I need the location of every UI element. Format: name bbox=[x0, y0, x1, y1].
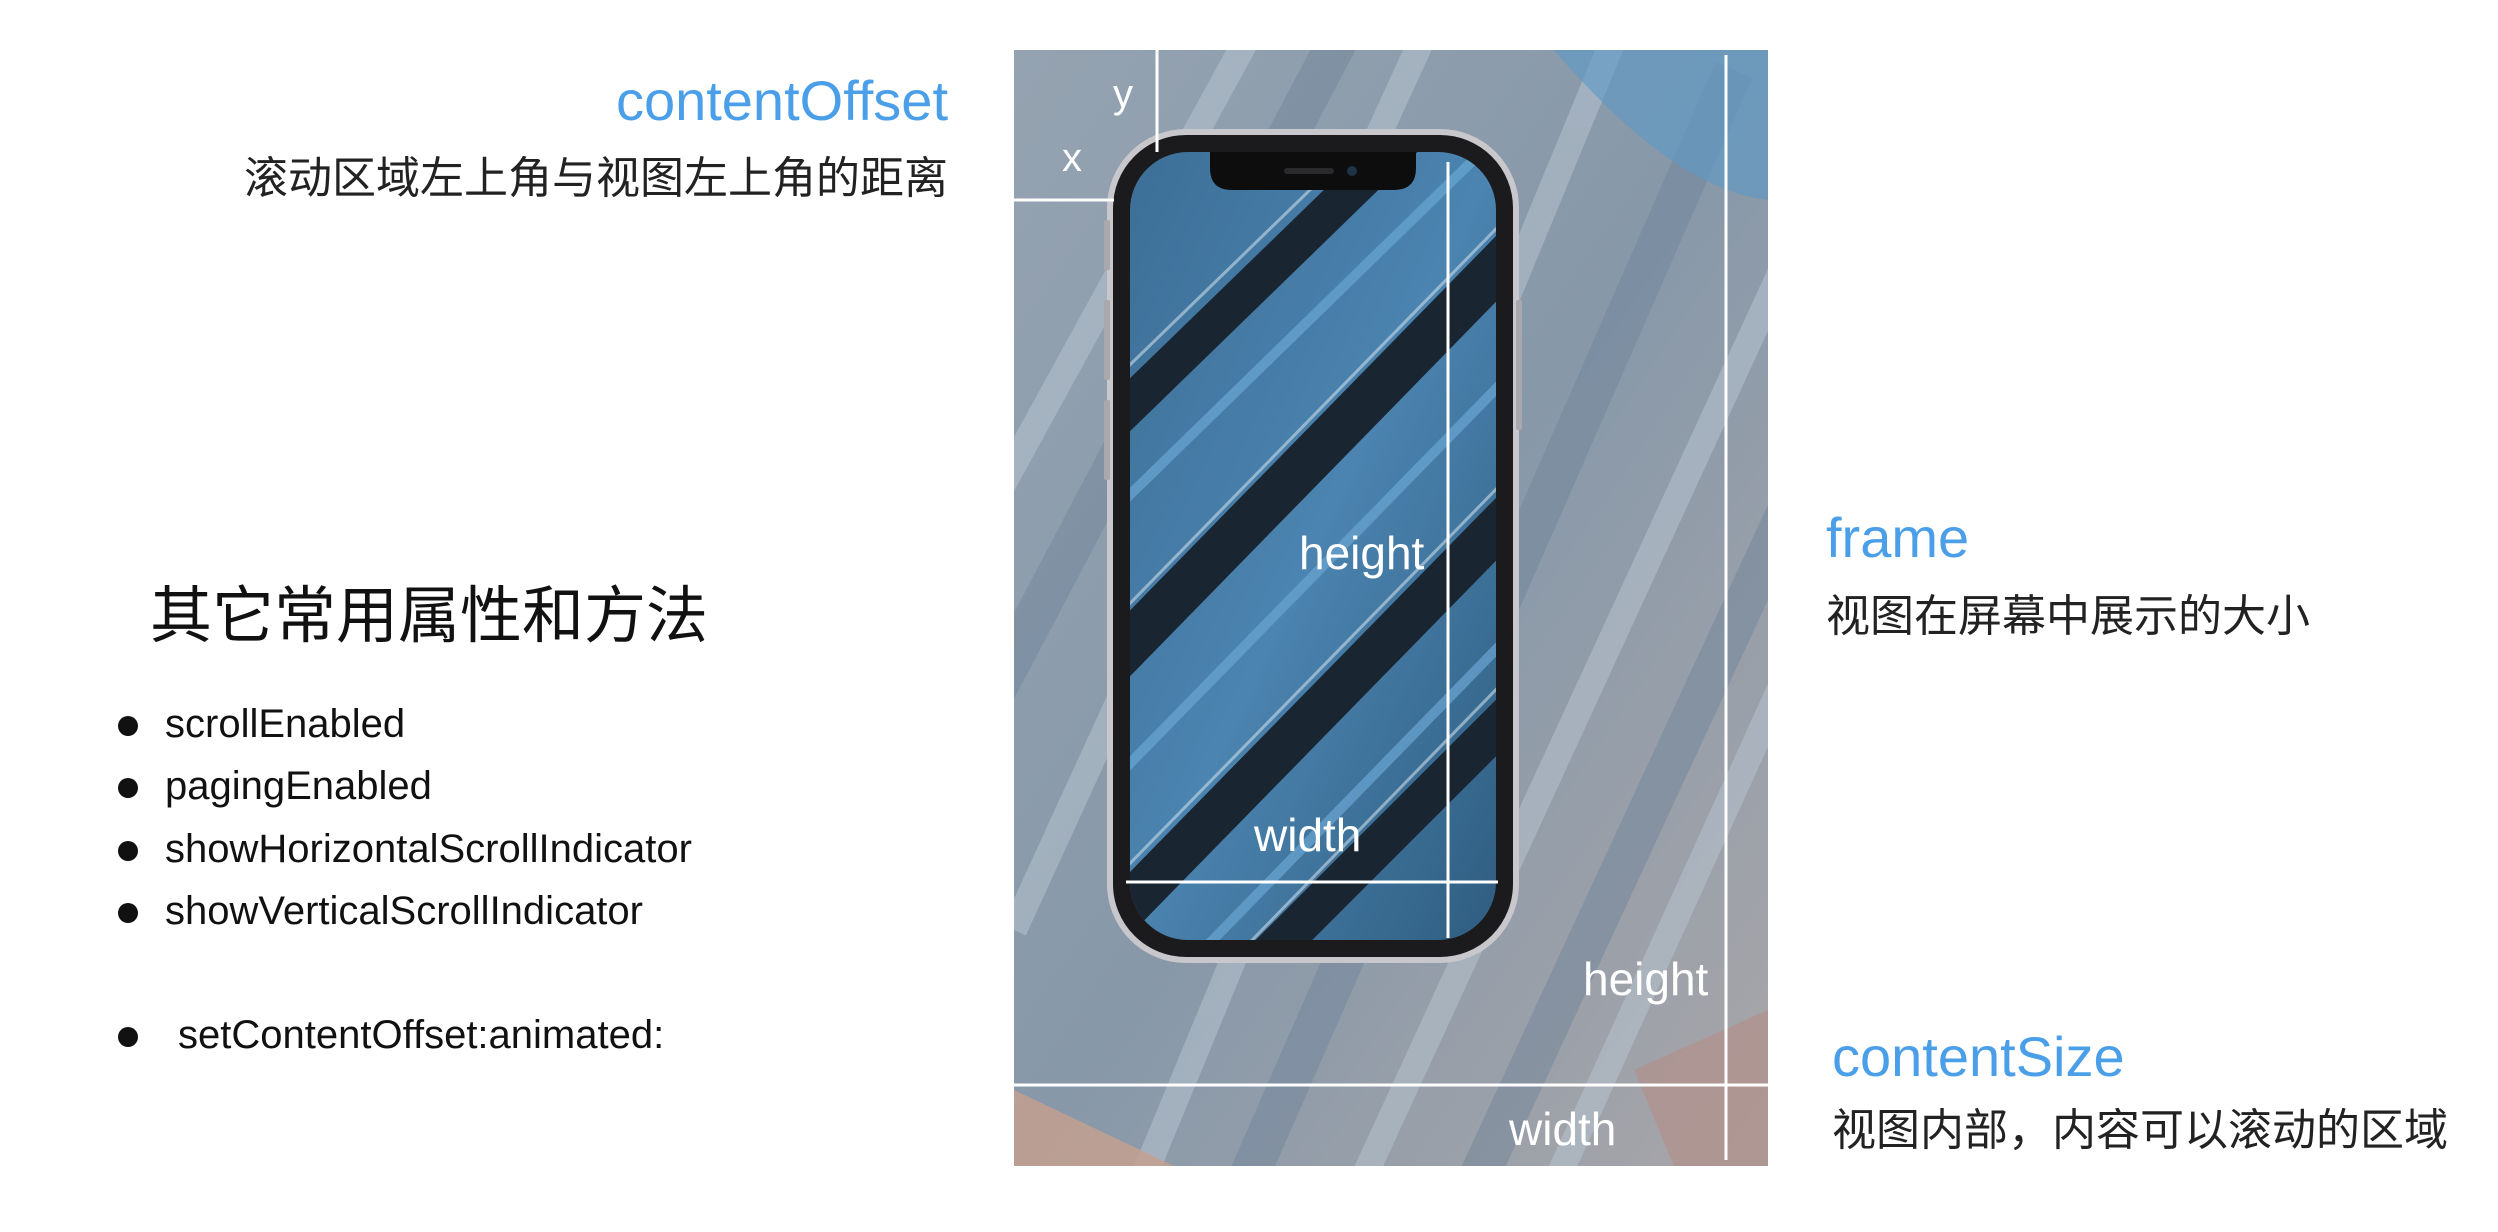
frame-description: 视图在屏幕中展示的大小 bbox=[1826, 591, 2310, 642]
offset-y-label: y bbox=[1113, 72, 1133, 116]
bullet bbox=[118, 903, 138, 923]
offset-x-label: x bbox=[1062, 136, 1082, 180]
frame-title: frame bbox=[1826, 506, 1970, 569]
method-item: setContentOffset:animated: bbox=[178, 1013, 665, 1057]
content-size-title: contentSize bbox=[1832, 1025, 2125, 1088]
property-item: showHorizontalScrollIndicator bbox=[165, 827, 692, 871]
property-item: showVerticalScrollIndicator bbox=[165, 889, 643, 933]
frame-width-label: width bbox=[1254, 809, 1362, 861]
frame-height-label: height bbox=[1299, 527, 1425, 579]
other-properties-heading: 其它常用属性和方法 bbox=[150, 579, 709, 652]
content-offset-description: 滚动区域左上角与视图左上角的距离 bbox=[244, 153, 948, 204]
bullet bbox=[118, 841, 138, 861]
property-item: pagingEnabled bbox=[165, 764, 432, 808]
content-offset-title: contentOffset bbox=[615, 69, 948, 132]
bullet bbox=[118, 778, 138, 798]
bullet bbox=[118, 716, 138, 736]
content-size-description: 视图内部，内容可以滚动的区域 bbox=[1832, 1105, 2448, 1156]
content-size-width-label: width bbox=[1509, 1103, 1617, 1155]
scroll-view-illustration bbox=[1014, 50, 1768, 1166]
bullet bbox=[118, 1027, 138, 1047]
property-item: scrollEnabled bbox=[165, 702, 406, 746]
content-size-height-label: height bbox=[1583, 953, 1709, 1005]
